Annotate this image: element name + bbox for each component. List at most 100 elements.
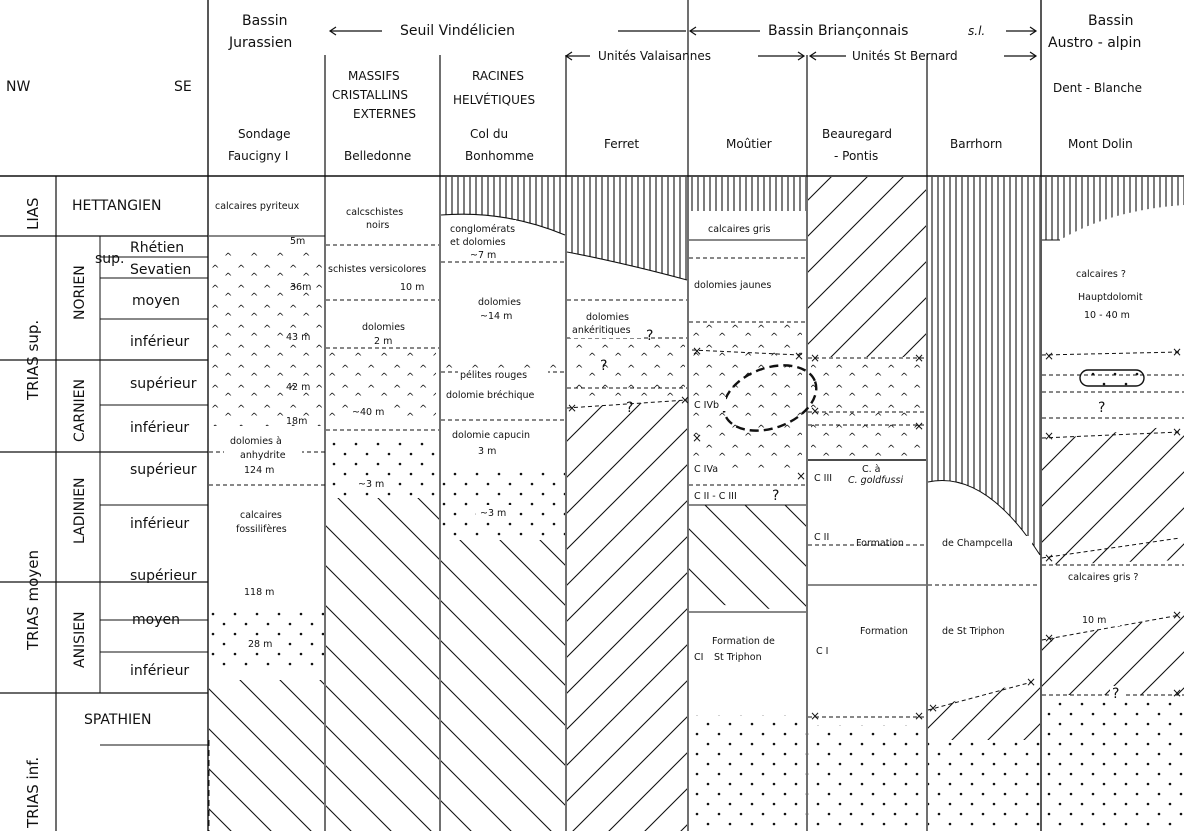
mont-dolin-10-40m: 10 - 40 m [1084,310,1130,321]
mont-dolin-vertical-hatch [1042,177,1184,240]
substage-norien-inferieur: inférieur [130,334,189,350]
site-bonhomme-1: Col du [470,127,508,141]
site-beauregard-1: Beauregard [822,127,892,141]
svg-text:×: × [567,401,577,415]
faucigny-dolomies-a: dolomies à [230,436,282,447]
faucigny-18m: 18m [286,416,307,427]
belledonne-calcschistes: calcschistes [346,207,403,218]
barrhorn-de-st-triphon: de St Triphon [942,626,1005,637]
massifs-1: MASSIFS [348,69,400,83]
bonhomme-et-dolomies: et dolomies [450,237,506,248]
barrhorn-vertical-hatch [928,177,1040,555]
bonhomme-14m: ~14 m [480,311,512,322]
ferret-q3: ? [626,400,633,416]
belledonne-2m: 2 m [374,336,392,347]
norien-sup: sup. [95,251,125,267]
moutier-q: ? [772,488,779,504]
ferret-ankeritiques: ankéritiques [572,325,631,336]
svg-text:×: × [692,431,702,445]
mont-dolin-diag-hatch-mid [1042,425,1184,565]
ferret-annotations: dolomies ankéritiques ? ? ? [570,310,653,416]
column-barrhorn [928,177,1040,831]
column-belledonne [326,350,439,831]
x-markers: ×× ×× ×× ×× ×× ×× ×× ×× ×× ×× ×× [567,344,1182,723]
bassin-brianconnais-sl: s.l. [968,24,985,38]
header-arrows [328,26,1038,61]
stage-anisien: ANISIEN [72,611,88,668]
bonhomme-diag-hatch [441,540,565,831]
site-beauregard-2: - Pontis [834,149,878,163]
mont-dolin-calcaires: calcaires ? [1076,269,1126,280]
moutier-c-ii-c-iii: C II - C III [694,491,737,502]
site-belledonne: Belledonne [344,149,411,163]
column-faucigny [209,188,324,831]
substage-sevatien: Sevatien [130,262,191,278]
faucigny-carets [212,248,322,426]
moutier-formation-de: Formation de [712,636,775,647]
mont-dolin-annotations: calcaires ? Hauptdolomit 10 - 40 m ? cal… [1066,269,1172,702]
header: NW SE Bassin Jurassien Seuil Vindélicien… [6,13,1142,121]
barrhorn-de-champcella: de Champcella [942,538,1013,549]
dent-blanche: Dent - Blanche [1053,81,1142,95]
beauregard-carets [811,362,923,457]
svg-text:×: × [796,469,806,483]
site-faucigny-1: Sondage [238,127,291,141]
mont-dolin-q2: ? [1112,686,1119,702]
faucigny-diag-hatch [209,680,324,831]
belledonne-annotations: calcschistes noirs schistes versicolores… [328,207,426,490]
racines-2: HELVÉTIQUES [453,92,535,107]
svg-text:×: × [914,709,924,723]
moutier-calcaires-gris: calcaires gris [708,224,770,235]
stratigraphy: LIAS TRIAS sup. TRIAS moyen TRIAS inf. H… [24,197,197,829]
svg-text:×: × [1172,608,1182,622]
beauregard-c-iii: C III [814,473,832,484]
moutier-dolomies-jaunes: dolomies jaunes [694,280,771,291]
beauregard-c-i: C I [816,646,828,657]
belledonne-10m: 10 m [400,282,424,293]
bonhomme-annotations: conglomérats et dolomies ~7 m dolomies ~… [444,220,554,519]
ferret-q2: ? [600,358,607,374]
bassin-austro-alpin-2: Austro - alpin [1048,35,1141,51]
faucigny-calcaires: calcaires [240,510,282,521]
faucigny-118m: 118 m [244,587,274,598]
belledonne-schistes-versicolores: schistes versicolores [328,264,426,275]
column-mont-dolin [1042,177,1184,831]
faucigny-28m: 28 m [248,639,272,650]
system-trias-moyen: TRIAS moyen [24,550,42,651]
bonhomme-vertical-hatch [441,177,565,235]
faucigny-36m: 36m [290,282,311,293]
bonhomme-dolomie-brechique: dolomie bréchique [446,390,535,401]
mont-dolin-diag-hatch-low [1042,615,1184,695]
seuil-vindelicien: Seuil Vindélicien [400,23,515,39]
system-trias-inf: TRIAS inf. [24,757,42,829]
ferret-carets [570,340,685,400]
moutier-st-triphon: St Triphon [714,652,762,663]
unites-valaisannes: Unités Valaisannes [598,49,711,63]
faucigny-43m: 43 m [286,332,310,343]
nw-label: NW [6,79,30,95]
faucigny-calcaires-pyriteux: calcaires pyriteux [215,201,300,212]
stage-carnien: CARNIEN [72,379,88,442]
svg-text:×: × [1044,429,1054,443]
bonhomme-7m: ~7 m [470,250,496,261]
barrhorn-dots [928,740,1040,831]
moutier-c-iv-b: C IVb [694,400,719,411]
belledonne-noirs: noirs [366,220,389,231]
mont-dolin-dots [1042,700,1184,831]
stage-spathien: SPATHIEN [84,712,151,728]
bonhomme-3m-capucin: 3 m [478,446,496,457]
barrhorn-diag-hatch [928,680,1040,740]
svg-text:×: × [680,393,690,407]
svg-text:×: × [810,404,820,418]
ferret-vertical-hatch [567,177,687,280]
moutier-diag-hatch [689,505,806,612]
faucigny-anhydrite: anhydrite [240,450,286,461]
svg-text:×: × [1172,425,1182,439]
substage-ladinien-superieur: supérieur [130,462,197,478]
svg-text:×: × [1044,631,1054,645]
svg-text:×: × [914,351,924,365]
stage-norien: NORIEN [72,265,88,320]
mont-dolin-hauptdolomit: Hauptdolomit [1078,292,1143,303]
stage-ladinien: LADINIEN [72,477,88,544]
substage-ladinien-inferieur: inférieur [130,516,189,532]
